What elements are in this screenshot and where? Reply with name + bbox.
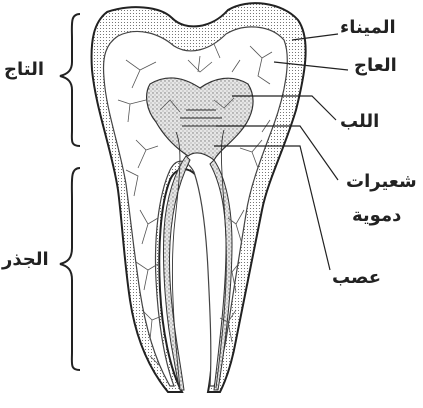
nerve-label: عصب: [332, 268, 381, 289]
pulp-label: اللب: [340, 112, 379, 133]
crown-label: التاج: [4, 60, 44, 81]
enamel-label: الميناء: [340, 18, 396, 39]
dentin-label: العاج: [354, 56, 397, 77]
root-label: الجذر: [2, 250, 49, 271]
crown-brace: [60, 14, 80, 146]
root-brace: [60, 168, 80, 370]
capillaries-label-line2: دموية: [352, 206, 401, 227]
capillaries-label-line1: شعيرات: [346, 172, 417, 193]
